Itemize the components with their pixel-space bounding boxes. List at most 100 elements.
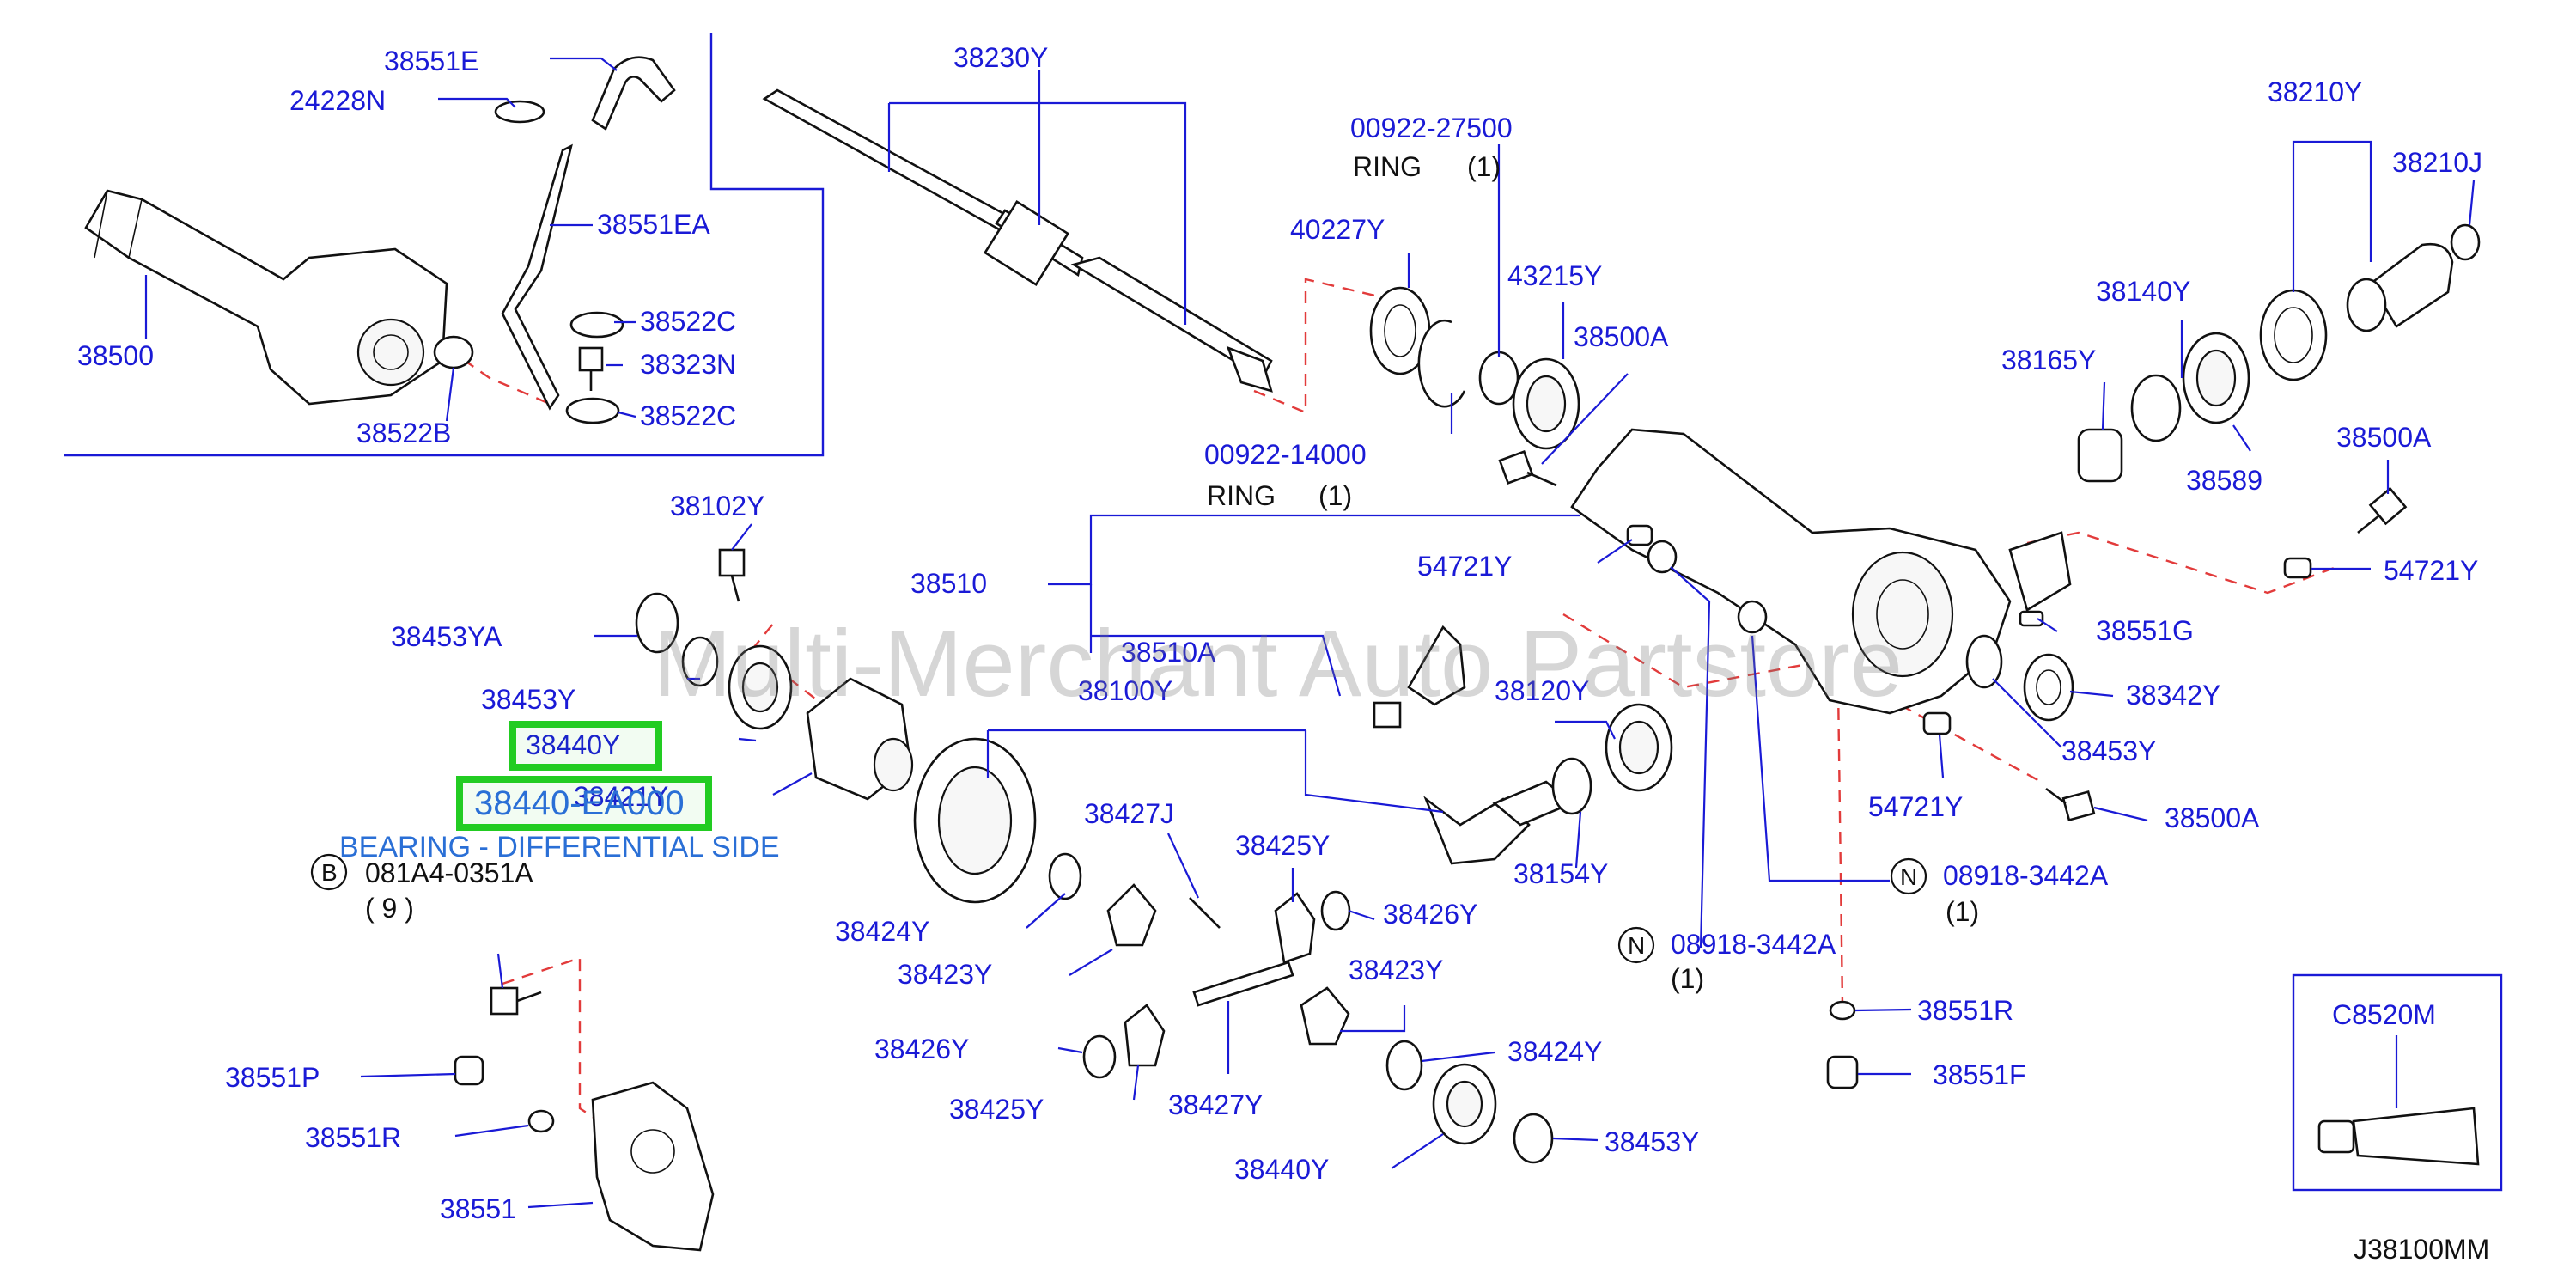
label-38210J[interactable]: 38210J (2392, 147, 2482, 178)
label-38522C-lower[interactable]: 38522C (640, 400, 736, 431)
pinion-gear-38423Y-upper[interactable] (1106, 883, 1157, 947)
bearing-cap-38510A[interactable] (1407, 625, 1466, 706)
gasket-38551R-left[interactable] (527, 1109, 555, 1133)
bolt-081A4-0351A[interactable] (490, 986, 542, 1016)
label-38120Y[interactable]: 38120Y (1495, 675, 1589, 706)
label-43215Y[interactable]: 43215Y (1507, 260, 1602, 291)
label-38427Y[interactable]: 38427Y (1168, 1089, 1263, 1120)
bearing-38589[interactable] (2182, 332, 2250, 424)
clamp-38522B[interactable] (433, 335, 474, 369)
label-38551G[interactable]: 38551G (2096, 615, 2194, 646)
label-38426Y-lower[interactable]: 38426Y (874, 1034, 969, 1065)
label-38423Y-lower[interactable]: 38423Y (1349, 955, 1443, 985)
seal-38453YA[interactable] (635, 592, 679, 654)
label-38551R-right[interactable]: 38551R (1917, 995, 2013, 1026)
label-38426Y-upper[interactable]: 38426Y (1383, 899, 1477, 930)
label-54721Y-c[interactable]: 54721Y (1868, 791, 1963, 822)
pinion-gear-38423Y-lower[interactable] (1300, 986, 1350, 1046)
axle-tube-assembly-38500[interactable] (84, 189, 448, 406)
label-38453Y-left[interactable]: 38453Y (481, 684, 575, 715)
gasket-38551R-right[interactable] (1829, 1000, 1856, 1021)
selected-part-number[interactable]: 38440-EA000 (474, 784, 685, 822)
label-38427J[interactable]: 38427J (1084, 798, 1174, 829)
label-38510A[interactable]: 38510A (1121, 637, 1216, 668)
spacer-38154Y[interactable] (1551, 757, 1592, 815)
highlight-box-selected-part[interactable] (456, 776, 712, 831)
label-38551F[interactable]: 38551F (1933, 1059, 2026, 1090)
side-gear-38425Y-lower[interactable] (1124, 1004, 1166, 1067)
nut-08918-3442A-lower[interactable] (1737, 600, 1768, 634)
label-38230Y[interactable]: 38230Y (953, 42, 1048, 73)
ring-00922-14000[interactable] (1417, 319, 1466, 408)
label-38342Y[interactable]: 38342Y (2126, 680, 2220, 711)
breather-hose-38551EA[interactable] (501, 143, 573, 411)
label-40227Y[interactable]: 40227Y (1290, 214, 1385, 245)
label-38453Y-lower[interactable]: 38453Y (1605, 1126, 1699, 1157)
nut-38210J[interactable] (2450, 223, 2481, 261)
label-38165Y[interactable]: 38165Y (2001, 345, 2096, 375)
carrier-housing-38510[interactable] (1570, 428, 2072, 715)
bearing-38440Y-lower[interactable] (1432, 1063, 1497, 1145)
label-38210Y[interactable]: 38210Y (2268, 76, 2362, 107)
bolt-38323N[interactable] (578, 346, 604, 391)
bearing-38120Y[interactable] (1605, 703, 1673, 792)
bolt-38500A-right[interactable] (2357, 486, 2408, 534)
label-38424Y-lower[interactable]: 38424Y (1507, 1036, 1602, 1067)
bolt-38500A-upper[interactable] (1498, 450, 1557, 487)
label-38510[interactable]: 38510 (910, 568, 987, 599)
washer-38426Y-upper[interactable] (1320, 890, 1351, 931)
shaft-38427Y[interactable] (1192, 961, 1294, 1007)
side-gear-38425Y-upper[interactable] (1274, 892, 1316, 964)
ring-00922-27500[interactable] (1478, 351, 1519, 406)
shim-38453Y-lower[interactable] (1513, 1113, 1554, 1164)
diff-case-38421Y[interactable] (806, 677, 914, 801)
label-38323N[interactable]: 38323N (640, 349, 736, 380)
washer-38426Y-lower[interactable] (1082, 1034, 1117, 1079)
bolt-38500A-lower[interactable] (2045, 787, 2096, 822)
seal-38342Y[interactable] (2023, 653, 2074, 722)
label-38589[interactable]: 38589 (2186, 465, 2262, 496)
label-38140Y[interactable]: 38140Y (2096, 276, 2190, 307)
label-38500A-right[interactable]: 38500A (2336, 422, 2432, 453)
label-38424Y-upper[interactable]: 38424Y (835, 916, 929, 947)
label-38551E[interactable]: 38551E (384, 46, 478, 76)
label-38453Y-right[interactable]: 38453Y (2061, 735, 2156, 766)
label-00922-27500[interactable]: 00922-27500 (1350, 113, 1513, 143)
label-38154Y[interactable]: 38154Y (1513, 858, 1608, 889)
label-38425Y-upper[interactable]: 38425Y (1235, 830, 1330, 861)
bolt-38102Y[interactable] (718, 548, 746, 602)
label-38421Y[interactable]: 38421Y (574, 781, 668, 812)
highlight-box-38440Y[interactable] (509, 721, 662, 771)
cap-bolt-38120Y[interactable] (1373, 701, 1402, 729)
plug-38551G[interactable] (2019, 610, 2044, 627)
bearing-38140Y[interactable] (2130, 374, 2182, 442)
breather-hose-38551E[interactable] (591, 56, 676, 131)
flange-38210Y[interactable] (2346, 242, 2454, 332)
clamp-38522C-upper[interactable] (569, 311, 624, 339)
rear-cover-38551[interactable] (591, 1081, 715, 1252)
washer-38424Y-lower[interactable] (1385, 1040, 1423, 1091)
label-38440Y-left[interactable]: 38440Y (526, 729, 620, 760)
label-08918-3442A-upper[interactable]: 08918-3442A (1943, 860, 2109, 891)
clamp-24228N[interactable] (494, 100, 545, 124)
label-24228N[interactable]: 24228N (289, 85, 386, 116)
label-54721Y-b[interactable]: 54721Y (2384, 555, 2478, 586)
label-38425Y-lower[interactable]: 38425Y (949, 1094, 1044, 1125)
label-38500A-upper[interactable]: 38500A (1574, 321, 1669, 352)
label-38453YA[interactable]: 38453YA (391, 621, 502, 652)
label-38500A-lower[interactable]: 38500A (2165, 802, 2260, 833)
ring-gear-set-38100Y[interactable] (913, 737, 1574, 904)
label-C8520M[interactable]: C8520M (2332, 999, 2436, 1030)
filler-plug-38551P[interactable] (454, 1055, 484, 1086)
washer-38424Y-upper[interactable] (1048, 852, 1082, 900)
pin-38427J[interactable] (1189, 897, 1221, 929)
dowel-54721Y-a[interactable] (1626, 524, 1653, 546)
label-081A4-0351A[interactable]: 081A4-0351A (365, 857, 533, 888)
label-38423Y-upper[interactable]: 38423Y (898, 959, 992, 990)
seal-38453Y-right[interactable] (1965, 634, 2003, 689)
dowel-54721Y-b[interactable] (2283, 557, 2312, 579)
drain-plug-38551F[interactable] (1826, 1055, 1859, 1089)
label-38102Y[interactable]: 38102Y (670, 491, 764, 522)
shim-38453Y-left[interactable] (681, 636, 719, 687)
label-38440Y-lower[interactable]: 38440Y (1234, 1154, 1329, 1185)
